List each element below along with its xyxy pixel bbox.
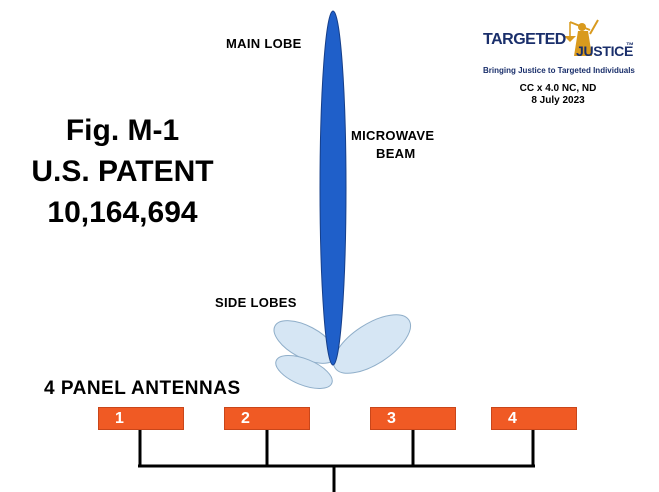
logo-tagline: Bringing Justice to Targeted Individuals [483,66,635,75]
panel-antenna-label: 2 [241,410,250,427]
lady-justice-icon [564,19,599,56]
side-lobe-left-lower [275,355,333,389]
panel-antenna-4: 4 [491,407,577,430]
panel-antenna-2: 2 [224,407,310,430]
license-text: CC x 4.0 NC, ND [519,83,597,94]
panel-antennas-label: 4 PANEL ANTENNAS [44,378,241,399]
figure-title-line2: U.S. PATENT [31,155,214,188]
panel-antenna-label: 4 [508,410,517,427]
panel-antenna-label: 3 [387,410,396,427]
date-text: 8 July 2023 [531,95,585,106]
main-lobe-label: MAIN LOBE [226,36,302,51]
side-lobes-label: SIDE LOBES [215,295,297,310]
figure-title-line1: Fig. M-1 [65,114,180,147]
microwave-beam-label-line2: BEAM [376,146,416,161]
figure-title-line3: 10,164,694 [47,196,198,229]
microwave-beam-label-line1: MICROWAVE [351,128,435,143]
feed-network [138,430,535,492]
panel-antenna-label: 1 [115,410,124,427]
side-lobe-right [333,314,411,374]
logo-word-targeted: TARGETED [483,31,566,48]
logo-word-justice: JUSTICE [576,43,634,59]
main-lobe [319,10,347,366]
targeted-justice-logo: TARGETED JUSTICE ™ Bringing Justice to T… [478,16,638,116]
logo-trademark: ™ [626,41,634,50]
panel-antenna-3: 3 [370,407,456,430]
panel-antenna-1: 1 [98,407,184,430]
